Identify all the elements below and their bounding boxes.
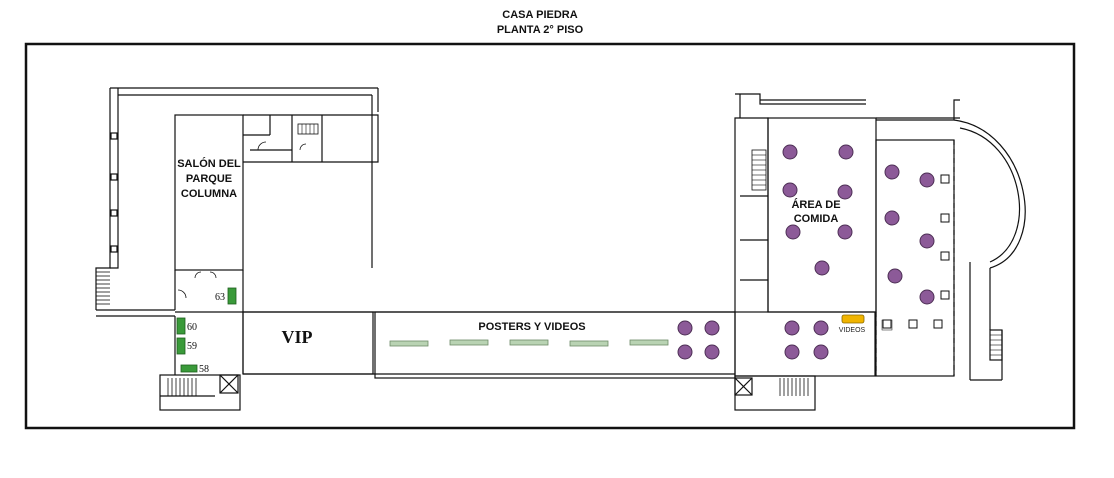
poster-board — [389, 340, 429, 347]
table-marker — [704, 320, 720, 336]
table-marker — [813, 344, 829, 360]
poster-board — [509, 339, 549, 346]
poster-board — [569, 340, 609, 347]
table-marker — [784, 320, 800, 336]
table-marker — [814, 260, 830, 276]
stands — [176, 287, 237, 373]
stand-58-marker — [180, 364, 198, 373]
table-marker — [837, 184, 853, 200]
table-marker — [919, 233, 935, 249]
table-marker — [919, 172, 935, 188]
table-marker — [782, 144, 798, 160]
stand-63-marker — [227, 287, 237, 305]
table-marker — [782, 182, 798, 198]
videos-label: VIDEOS — [839, 327, 866, 334]
map-border — [24, 42, 1076, 430]
table-marker — [677, 320, 693, 336]
salon-label-line3: COLUMNA — [181, 188, 237, 200]
stand-60-marker — [176, 317, 186, 335]
table-marker — [785, 224, 801, 240]
table-marker — [677, 344, 693, 360]
salon-label-line2: PARQUE — [186, 173, 232, 185]
column-markers — [881, 174, 950, 331]
poster-board — [629, 339, 669, 346]
table-marker — [837, 224, 853, 240]
map-title: CASA PIEDRA — [502, 9, 577, 21]
comida-label-line2: COMIDA — [794, 213, 839, 225]
dining-tables — [677, 144, 935, 360]
stand-label-58: 58 — [199, 364, 209, 375]
posters-label: POSTERS Y VIDEOS — [478, 321, 585, 333]
map-subtitle: PLANTA 2° PISO — [497, 24, 584, 36]
table-marker — [884, 164, 900, 180]
vip-label: VIP — [282, 327, 313, 347]
poster-board — [449, 339, 489, 346]
table-marker — [884, 210, 900, 226]
table-marker — [813, 320, 829, 336]
salon-label-line1: SALÓN DEL — [177, 157, 241, 170]
walls — [95, 87, 1026, 411]
video-screen-marker — [841, 314, 865, 324]
table-marker — [838, 144, 854, 160]
stand-label-63: 63 — [215, 292, 225, 303]
table-marker — [919, 289, 935, 305]
table-marker — [784, 344, 800, 360]
table-marker — [887, 268, 903, 284]
stand-label-60: 60 — [187, 322, 197, 333]
table-marker — [704, 344, 720, 360]
stand-59-marker — [176, 337, 186, 355]
poster-boards — [389, 339, 669, 347]
comida-label-line1: ÁREA DE — [791, 198, 840, 211]
stand-label-59: 59 — [187, 341, 197, 352]
